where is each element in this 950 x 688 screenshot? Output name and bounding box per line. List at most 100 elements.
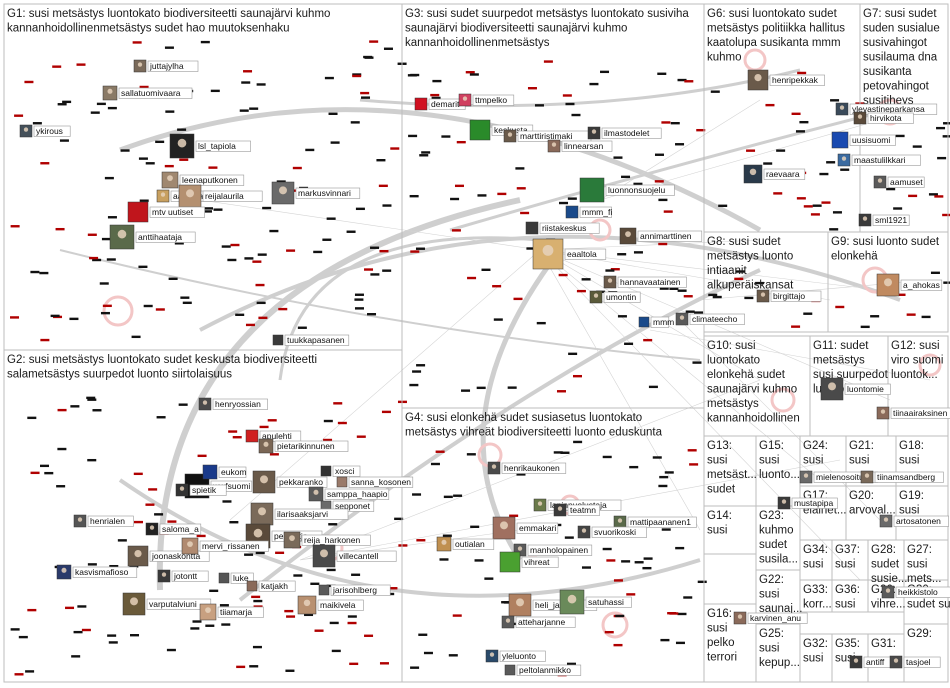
node-henryossian[interactable]: henryossian [198,397,268,411]
avatar-face-icon [177,138,187,148]
node-manholopainen[interactable]: manholopainen [513,543,593,557]
node-luontomie[interactable]: luontomie [820,377,891,401]
node-a-ahokas[interactable]: a_ahokas [876,273,943,297]
node-varputalviuni[interactable]: varputalviuni [122,592,212,616]
node-luonnonsuojelu[interactable]: luonnonsuojelu [579,177,675,203]
node-satuhassi[interactable]: satuhassi [559,589,632,615]
node-raevaara[interactable]: raevaara [743,164,806,184]
isolate-node [164,46,174,49]
node-katjakh[interactable]: katjakh [246,580,296,592]
node-hannavaatainen[interactable]: hannavaatainen [603,275,687,289]
node-tiinamsandberg[interactable]: tiinamsandberg [860,470,944,484]
node-uusisuomi[interactable]: uusisuomi [831,131,896,149]
node-tiiamarja[interactable]: tiiamarja [199,603,264,621]
isolate-node [893,207,903,210]
node-mmm[interactable]: mmm [638,316,674,328]
isolate-node [108,641,118,644]
isolate-node [326,217,336,220]
node-artosatonen[interactable]: artosatonen [879,514,949,528]
node-henrialen[interactable]: henrialen [73,514,134,528]
node-spietik[interactable]: spietik [175,483,227,497]
node-reijalaurila[interactable]: reijalaurila [178,184,263,208]
node-emmakari[interactable]: emmakari [492,516,559,540]
node-heikkistolo[interactable]: heikkistolo [881,585,950,599]
node-joonaskontta[interactable]: joonaskontta [127,545,210,567]
isolate-node [509,514,519,517]
node-outialan[interactable]: outialan [436,536,495,552]
node-demarit[interactable]: demarit [414,97,466,111]
node-aamuset[interactable]: aamuset [873,175,925,189]
node-reija-harkonen[interactable]: reija_harkonen [283,531,371,549]
node-anttihaataja[interactable]: anttihaataja [109,224,196,250]
node-mtv-uutiset[interactable]: mtv uutiset [127,201,205,223]
node-label-bg [516,664,582,676]
node-yleluonto[interactable]: yleluonto [485,649,546,663]
node-hirvikota[interactable]: hirvikota [853,111,914,125]
node-teatmn[interactable]: teatmn [553,503,600,517]
node-annimarttinen[interactable]: annimarttinen [619,227,703,245]
node-climateecho[interactable]: climateecho [675,312,745,326]
avatar-face-icon [551,142,557,147]
node-label-bg [171,570,209,582]
node-luke[interactable]: luke [218,572,254,584]
node-saloma-a[interactable]: saloma_a [145,522,202,536]
node-markusvinnari[interactable]: markusvinnari [271,181,361,205]
node-henripekkak[interactable]: henripekkak [747,69,825,91]
isolate-node [284,609,294,613]
group-title-g18: G18:susi [899,440,924,467]
node-atteharjanne[interactable]: atteharjanne [501,615,576,629]
node-label-bg [217,606,264,618]
isolate-node [556,390,566,393]
node-kasvismafioso[interactable]: kasvismafioso [56,564,138,580]
group-title-line: susi [803,455,823,467]
node-peltolanmikko[interactable]: peltolanmikko [504,664,582,676]
isolate-node [675,143,685,146]
isolate-node [256,301,266,305]
node-sanna-kosonen[interactable]: sanna_kosonen [336,476,414,488]
isolate-node [40,464,50,468]
node-jotontt[interactable]: jotontt [157,569,209,583]
node-samppa-haapio[interactable]: samppa_haapio [308,486,390,502]
node-mmm-fi[interactable]: mmm_fi [565,205,612,219]
node-linnearsan[interactable]: linnearsan [547,139,613,153]
node-eukom[interactable]: eukom [202,464,247,480]
node-jarisohlberg[interactable]: jarisohlberg [318,584,391,596]
node-birgittajo[interactable]: birgittajo [756,289,822,303]
node-henrikaukonen[interactable]: henrikaukonen [487,461,567,475]
node-lsl-tapiola[interactable]: lsl_tapiola [169,133,251,159]
node-ykirous[interactable]: ykirous [19,124,71,138]
node-riistakeskus[interactable]: riistakeskus [525,221,600,235]
node-pekkaranko[interactable]: pekkaranko [252,470,328,494]
node-maastulilkkari[interactable]: maastulilkkari [837,153,921,167]
node-mustapipa[interactable]: mustapipa [777,496,838,510]
node-juttajylha[interactable]: juttajylha [133,59,199,73]
isolate-node [708,293,718,297]
isolate-node [937,156,947,160]
avatar-face-icon [864,473,870,478]
node-antiff[interactable]: antiff [849,655,896,669]
node-ttmpelko[interactable]: ttmpelko [458,93,515,107]
node-umontin[interactable]: umontin [589,290,641,304]
node-leenaputkonen[interactable]: leenaputkonen [161,171,245,189]
node-pietarikinnunen[interactable]: pietarikinnunen [258,438,349,454]
node-label-bg [844,383,891,395]
isolate-node [571,113,581,117]
node-karvinen-anu[interactable]: karvinen_anu [733,611,808,625]
node-xosci[interactable]: xosci [320,465,361,477]
node-svuorikoski[interactable]: svuorikoski [577,525,647,539]
node-mattipaananen1[interactable]: mattipaananen1 [613,515,697,529]
node-vihreat[interactable]: vihreat [499,551,559,573]
isolate-node [10,316,20,319]
node-sallatuomivaara[interactable]: sallatuomivaara [102,85,193,101]
node-maikivela[interactable]: maikivela [297,595,364,615]
node-eaaltola[interactable]: eaaltola [532,238,607,270]
group-title-line: vihre... [871,599,906,611]
node-ilmastodelet[interactable]: ilmastodelet [587,126,662,140]
node-mervi-rissanen[interactable]: mervi_rissanen [181,537,269,555]
node-villecantell[interactable]: villecantell [312,544,397,568]
node-tasjoel[interactable]: tasjoel [889,655,941,669]
node-sml1921[interactable]: sml1921 [858,213,910,227]
group-title-g3: G3: susi sudet suurpedot metsästys luont… [405,8,689,49]
node-tuukkapasanen[interactable]: tuukkapasanen [272,334,350,346]
node-tiinaairaksinen[interactable]: tiinaairaksinen [876,406,950,420]
